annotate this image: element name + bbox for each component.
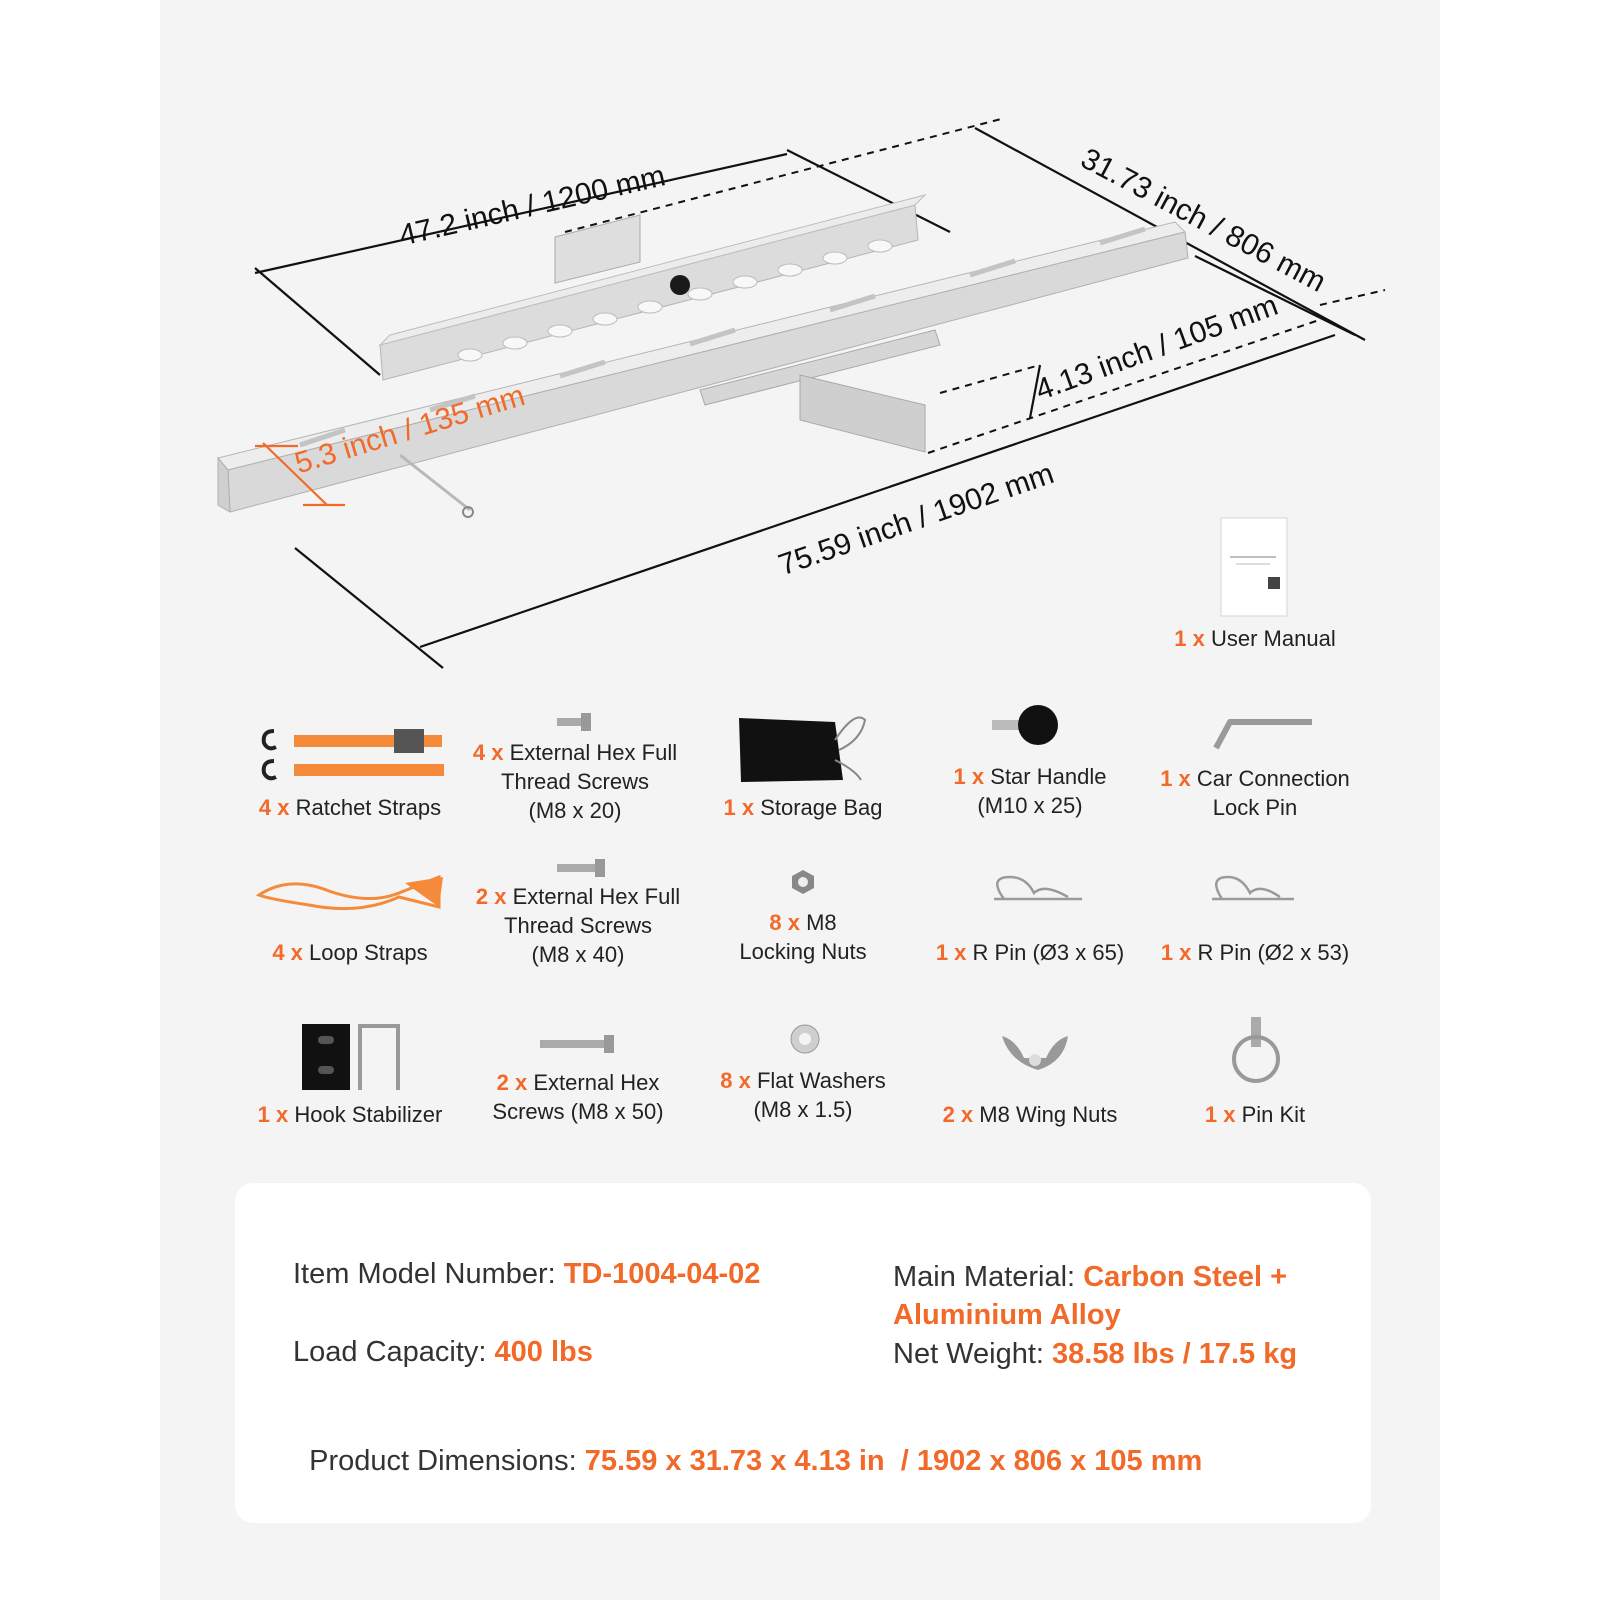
user-manual-icon [1220,517,1288,617]
storage-bag-icon [739,716,867,782]
user-manual-label: 1 x User Manual [1174,626,1336,651]
hex-screw-icon [557,713,591,731]
wing-nut-icon [1002,1036,1068,1070]
spec-card [235,1183,1371,1523]
item-wing-nuts: 2 x M8 Wing Nuts [942,1102,1118,1127]
spec-dimensions: Product Dimensions: 75.59 x 31.73 x 4.13… [309,1445,1203,1477]
hex-screw-icon [540,1035,614,1053]
lock-pin-icon [1213,719,1312,750]
item-pin-kit: 1 x Pin Kit [1204,1102,1306,1127]
star-handle-icon [992,705,1058,745]
ratchet-strap-icon [261,729,444,781]
item-r-pin-2x53: 1 x R Pin (Ø2 x 53) [1160,940,1350,965]
item-r-pin-3x65: 1 x R Pin (Ø3 x 65) [935,940,1125,965]
item-hook-stabilizer: 1 x Hook Stabilizer [257,1102,443,1127]
item-ratchet-straps: 4 x Ratchet Straps [258,795,442,820]
pin-kit-icon [1232,1017,1280,1083]
item-flat-washers: 8 x Flat Washers(M8 x 1.5) [720,1068,886,1122]
item-loop-straps: 4 x Loop Straps [272,940,428,965]
hook-stabilizer-icon [302,1024,400,1090]
r-pin-icon [994,875,1082,901]
motorcycle-carrier-illustration [217,117,1386,669]
spec-weight: Net Weight: 38.58 lbs / 17.5 kg [893,1338,1298,1370]
spec-model: Item Model Number: TD-1004-04-02 [293,1258,761,1290]
locking-nut-icon [792,870,814,894]
item-star-handle: 1 x Star Handle(M10 x 25) [953,764,1107,818]
hex-screw-icon [557,859,605,877]
spec-load: Load Capacity: 400 lbs [293,1336,593,1368]
r-pin-icon [1212,875,1294,901]
spec-material: Main Material: Carbon Steel + Aluminium … [893,1261,1288,1331]
item-storage-bag: 1 x Storage Bag [723,795,883,820]
flat-washer-icon [790,1024,820,1054]
loop-strap-icon [255,875,443,911]
